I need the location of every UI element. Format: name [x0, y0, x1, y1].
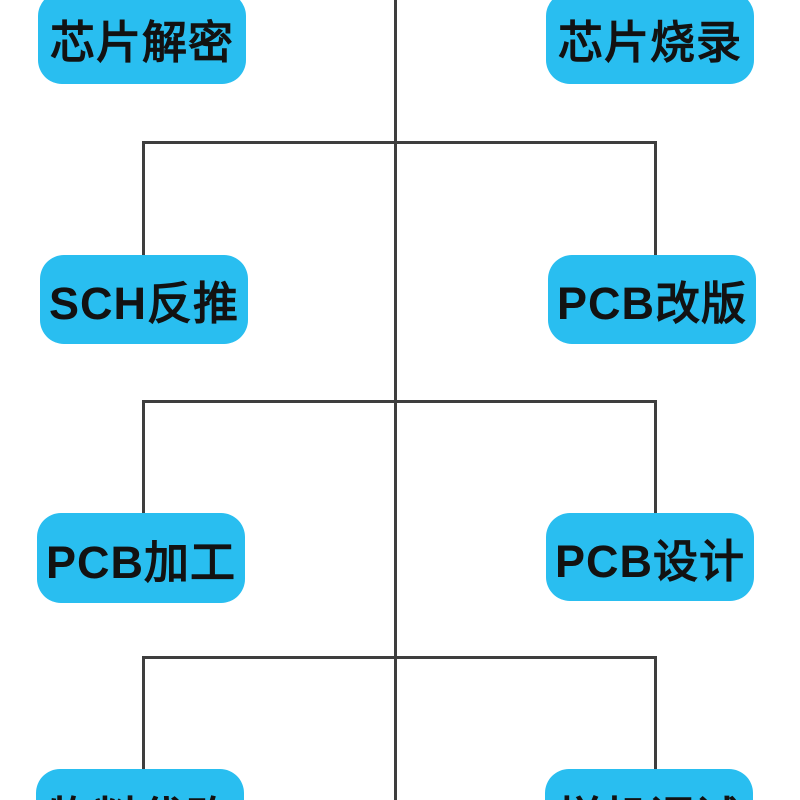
node-pcb-design: PCB设计: [546, 513, 754, 601]
connector-drop-level-3-right: [654, 656, 657, 769]
connector-drop-level-2-left: [142, 400, 145, 513]
connector-drop-level-1-right: [654, 141, 657, 255]
node-pcb-revision: PCB改版: [548, 255, 756, 344]
node-chip-programming: 芯片烧录: [546, 0, 754, 84]
connector-drop-level-3-left: [142, 656, 145, 769]
connector-bar-level-1: [142, 141, 657, 144]
node-prototype-debugging: 样机调试: [545, 769, 753, 800]
node-pcb-processing: PCB加工: [37, 513, 245, 603]
node-material-purchase: 物料代购: [36, 769, 244, 800]
connector-drop-level-1-left: [142, 141, 145, 255]
connector-bar-level-2: [142, 400, 657, 403]
node-chip-decryption: 芯片解密: [38, 0, 246, 84]
connector-bar-level-3: [142, 656, 657, 659]
node-sch-reverse: SCH反推: [40, 255, 248, 344]
connector-drop-level-2-right: [654, 400, 657, 513]
